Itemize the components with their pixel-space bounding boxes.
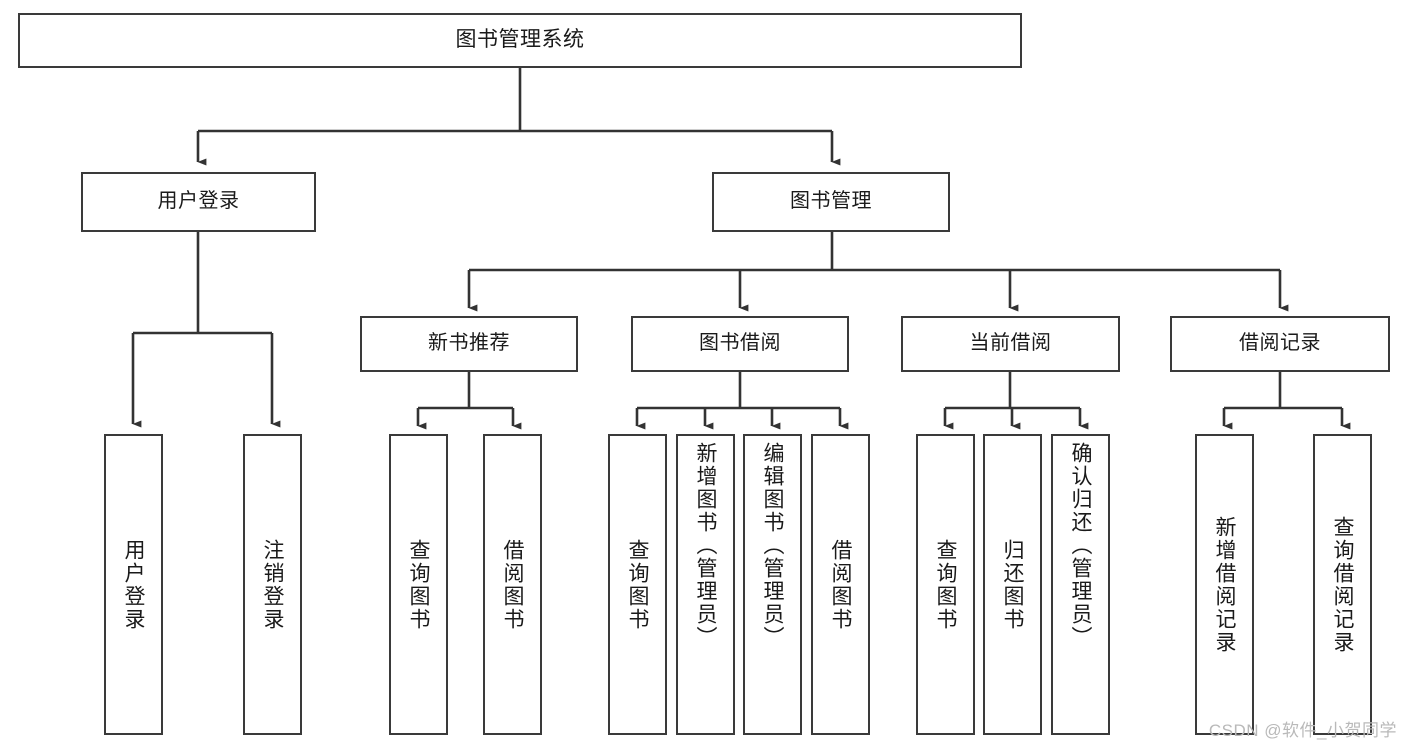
node-leaf-query-record-label: 查询借阅记录: [1331, 515, 1354, 654]
node-book-manage-label: 图书管理: [790, 190, 872, 213]
node-leaf-query-book-2-label: 查询图书: [626, 538, 649, 631]
node-root-system-label: 图书管理系统: [455, 28, 585, 52]
node-user-login[interactable]: 用户登录: [81, 172, 316, 232]
node-leaf-borrow-book-1-label: 借阅图书: [501, 538, 524, 631]
node-leaf-edit-book-label: 编辑图书（管理员）: [761, 442, 784, 649]
node-current-borrow[interactable]: 当前借阅: [901, 316, 1120, 372]
node-leaf-add-book-label: 新增图书（管理员）: [694, 442, 717, 649]
node-leaf-confirm-return[interactable]: 确认归还（管理员）: [1051, 434, 1110, 735]
node-leaf-confirm-return-label: 确认归还（管理员）: [1069, 442, 1092, 649]
node-root-system[interactable]: 图书管理系统: [18, 13, 1022, 68]
node-leaf-return-book[interactable]: 归还图书: [983, 434, 1042, 735]
node-new-book-recommend[interactable]: 新书推荐: [360, 316, 578, 372]
node-leaf-user-login-label: 用户登录: [122, 538, 145, 631]
node-leaf-borrow-book-2[interactable]: 借阅图书: [811, 434, 870, 735]
node-new-book-recommend-label: 新书推荐: [428, 332, 510, 355]
node-borrow-record[interactable]: 借阅记录: [1170, 316, 1390, 372]
node-book-borrow[interactable]: 图书借阅: [631, 316, 849, 372]
node-leaf-query-book-3-label: 查询图书: [934, 538, 957, 631]
node-borrow-record-label: 借阅记录: [1239, 332, 1321, 355]
node-leaf-query-book-3[interactable]: 查询图书: [916, 434, 975, 735]
node-leaf-user-login[interactable]: 用户登录: [104, 434, 163, 735]
node-book-borrow-label: 图书借阅: [699, 332, 781, 355]
node-leaf-borrow-book-2-label: 借阅图书: [829, 538, 852, 631]
watermark-text: CSDN @软件_小贺同学: [1208, 721, 1397, 740]
node-leaf-logout-login[interactable]: 注销登录: [243, 434, 302, 735]
node-leaf-logout-login-label: 注销登录: [261, 538, 284, 631]
node-leaf-edit-book[interactable]: 编辑图书（管理员）: [743, 434, 802, 735]
node-leaf-add-record[interactable]: 新增借阅记录: [1195, 434, 1254, 735]
node-leaf-query-record[interactable]: 查询借阅记录: [1313, 434, 1372, 735]
node-leaf-query-book-1-label: 查询图书: [407, 538, 430, 631]
node-leaf-add-record-label: 新增借阅记录: [1213, 515, 1236, 654]
node-leaf-query-book-2[interactable]: 查询图书: [608, 434, 667, 735]
node-leaf-query-book-1[interactable]: 查询图书: [389, 434, 448, 735]
node-current-borrow-label: 当前借阅: [969, 332, 1052, 355]
node-leaf-return-book-label: 归还图书: [1001, 538, 1024, 631]
node-leaf-add-book[interactable]: 新增图书（管理员）: [676, 434, 735, 735]
node-user-login-label: 用户登录: [157, 190, 240, 213]
node-book-manage[interactable]: 图书管理: [712, 172, 950, 232]
node-leaf-borrow-book-1[interactable]: 借阅图书: [483, 434, 542, 735]
